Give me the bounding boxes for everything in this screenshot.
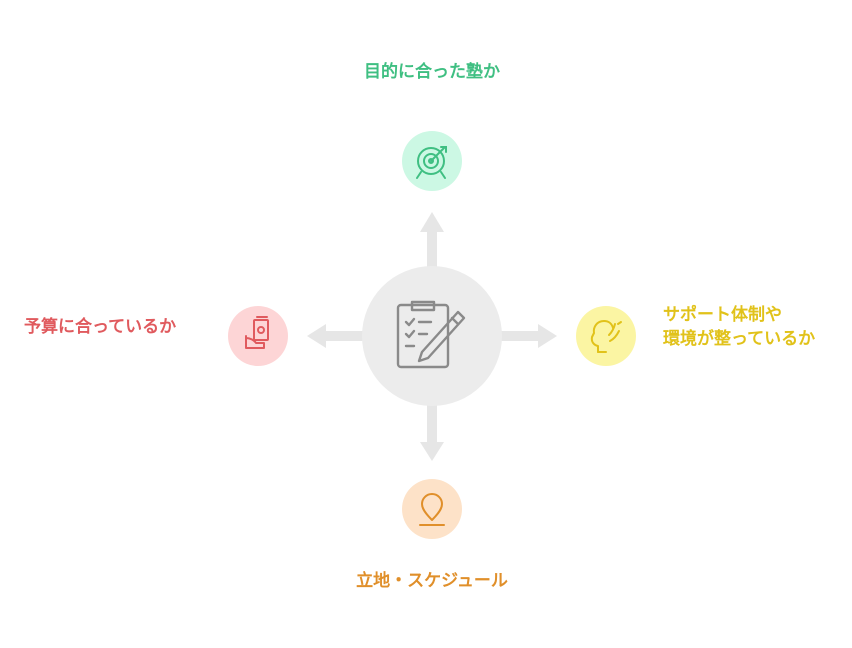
center-node [362, 266, 502, 406]
label-top: 目的に合った塾か [364, 62, 500, 82]
head-support-icon [590, 320, 622, 353]
target-icon [416, 146, 447, 179]
arrow-up [420, 212, 444, 270]
node-top [402, 131, 462, 191]
label-right: サポート体制や 環境が整っているか [663, 303, 815, 351]
money-hand-icon [245, 316, 269, 349]
node-left [228, 306, 288, 366]
arrow-right [500, 324, 557, 348]
label-right-line2: 環境が整っているか [663, 329, 816, 349]
arrow-left [307, 324, 364, 348]
label-right-line1: サポート体制や [663, 305, 782, 325]
location-pin-icon [419, 493, 445, 526]
arrow-down [420, 402, 444, 461]
label-left: 予算に合っているか [24, 317, 177, 337]
clipboard-checklist-pencil-icon [396, 300, 466, 369]
node-bottom [402, 479, 462, 539]
node-right [576, 306, 636, 366]
label-bottom: 立地・スケジュール [356, 571, 508, 591]
